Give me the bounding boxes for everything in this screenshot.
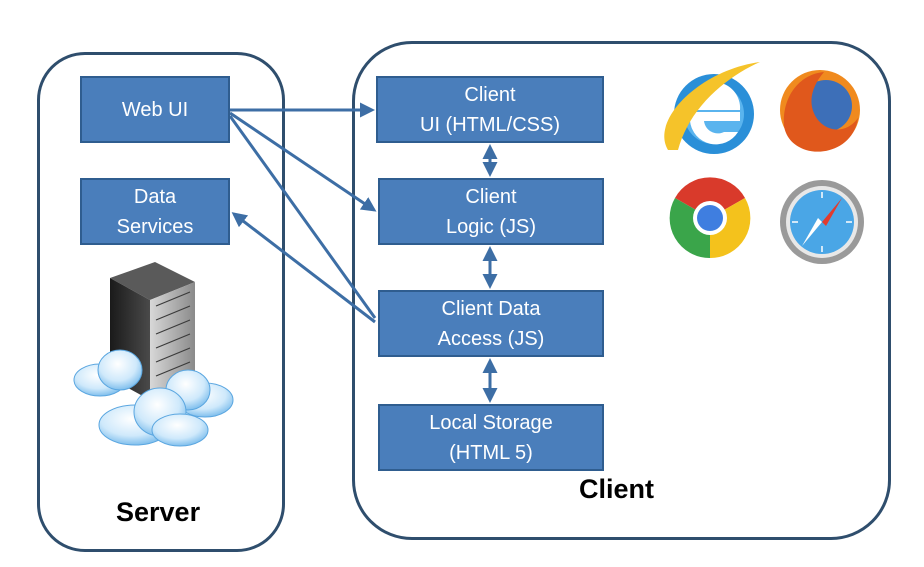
web-ui-box: Web UI [80, 76, 230, 143]
arrow-webui-to-client-data [228, 115, 377, 319]
client-ui-label-line1: Client [464, 83, 516, 106]
client-data-access-label-line1: Client Data [441, 297, 541, 320]
safari-icon [780, 180, 864, 264]
arrow-webui-to-client-logic [229, 111, 377, 212]
local-storage-label-line1: Local Storage [429, 411, 553, 434]
web-ui-label: Web UI [121, 98, 189, 121]
client-logic-label-line2: Logic (JS) [445, 215, 537, 238]
data-services-box: Data Services [80, 178, 230, 245]
local-storage-label-line2: (HTML 5) [449, 441, 533, 464]
client-logic-label-line1: Client [465, 185, 517, 208]
client-ui-label-line2: UI (HTML/CSS) [420, 113, 560, 136]
cloud-icon [73, 349, 234, 447]
data-services-label-line1: Data [133, 185, 177, 208]
internet-explorer-icon [664, 62, 760, 154]
firefox-icon [780, 70, 860, 152]
client-label: Client [579, 474, 655, 504]
local-storage-box: Local Storage (HTML 5) [378, 404, 604, 471]
server-label: Server [116, 497, 201, 527]
client-logic-box: Client Logic (JS) [378, 178, 604, 245]
client-ui-box: Client UI (HTML/CSS) [376, 76, 604, 143]
data-services-label-line2: Services [116, 215, 194, 238]
chrome-icon [669, 177, 751, 259]
client-data-access-box: Client Data Access (JS) [378, 290, 604, 357]
client-data-access-label-line2: Access (JS) [437, 327, 545, 350]
arrow-client-data-to-data-services [231, 212, 376, 324]
